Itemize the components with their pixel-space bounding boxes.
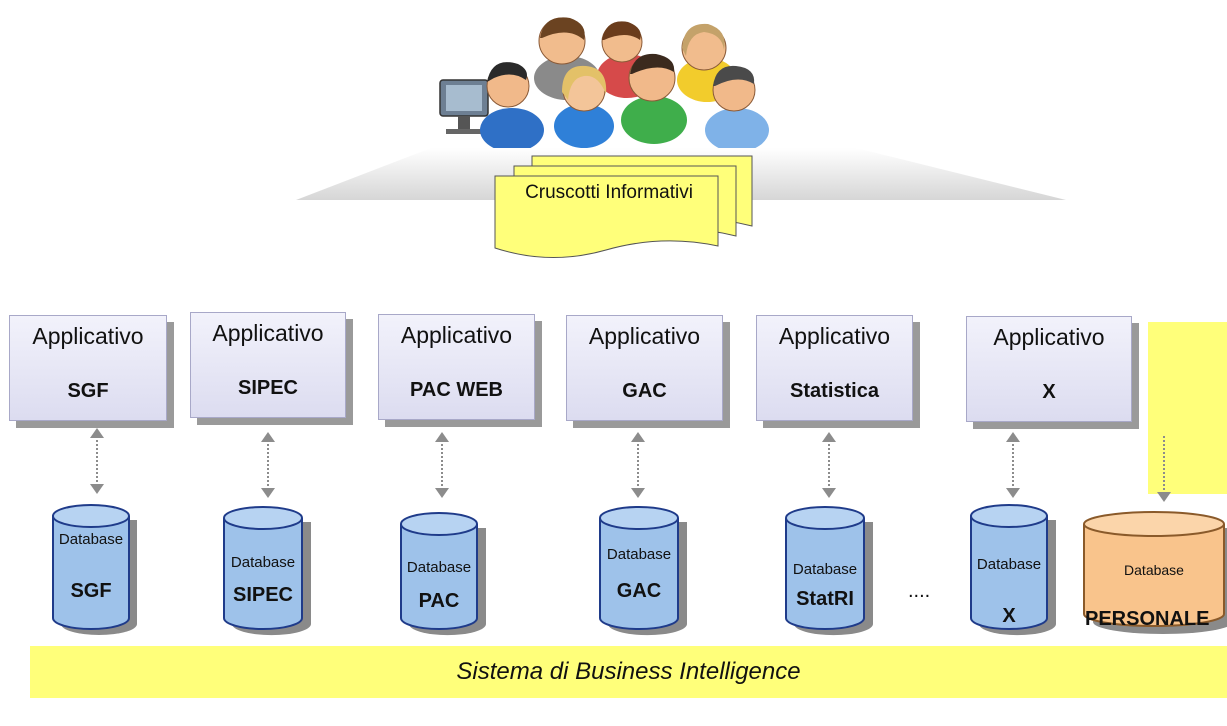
database-label: Database — [406, 559, 472, 576]
application-title: Applicativo — [32, 323, 144, 349]
database-name: PAC — [418, 590, 460, 612]
database-cylinder-gac: Database GAC — [599, 506, 687, 636]
application-name: X — [1042, 381, 1056, 403]
connector-arrow — [1006, 432, 1020, 498]
database-cylinder-pac: Database PAC — [400, 512, 486, 636]
database-name: StatRI — [796, 588, 854, 610]
database-name: GAC — [616, 580, 662, 602]
application-box-pac-web: Applicativo PAC WEB — [378, 314, 535, 420]
application-box-statistica: Applicativo Statistica — [756, 315, 913, 421]
application-name: PAC WEB — [410, 379, 503, 401]
database-label: Database — [58, 531, 124, 548]
application-title: Applicativo — [212, 320, 324, 346]
application-title: Applicativo — [588, 323, 701, 349]
database-cylinder-sipec: Database SIPEC — [223, 506, 311, 636]
dashboard-label: Cruscotti Informativi — [525, 182, 693, 203]
users-group-icon — [432, 8, 772, 152]
database-label: Database — [792, 561, 858, 578]
database-label: Database — [1124, 562, 1184, 578]
application-box-gac: Applicativo GAC — [566, 315, 723, 421]
database-name: SIPEC — [232, 584, 294, 606]
connector-arrow — [822, 432, 836, 498]
database-label: Database — [606, 546, 672, 563]
application-box-x: Applicativo X — [966, 316, 1132, 422]
database-cylinder-statri: Database StatRI — [785, 506, 873, 636]
application-name: GAC — [622, 380, 667, 402]
application-name: SGF — [67, 380, 109, 402]
ellipsis-text: .... — [908, 580, 931, 602]
application-title: Applicativo — [778, 323, 891, 349]
application-title: Applicativo — [400, 322, 513, 348]
application-name: SIPEC — [237, 377, 299, 399]
database-label: Database — [976, 556, 1042, 573]
business-intelligence-bar: Sistema di Business Intelligence — [30, 646, 1227, 698]
yellow-note — [1148, 322, 1227, 494]
application-box-sipec: Applicativo SIPEC — [190, 312, 346, 418]
application-name: Statistica — [790, 380, 879, 402]
database-label: Database — [230, 554, 296, 571]
connector-arrow — [631, 432, 645, 498]
dashboard-documents: Cruscotti Informativi — [490, 150, 765, 270]
database-name: X — [1002, 605, 1016, 627]
connector-arrow — [90, 428, 104, 494]
database-cylinder-personale: Database PERSONALE — [1083, 510, 1227, 634]
database-name: SGF — [70, 580, 112, 602]
connector-arrow-down — [1157, 436, 1171, 502]
connector-arrow — [435, 432, 449, 498]
application-title: Applicativo — [993, 324, 1105, 350]
application-box-sgf: Applicativo SGF — [9, 315, 167, 421]
connector-arrow — [261, 432, 275, 498]
database-cylinder-sgf: Database SGF — [52, 504, 137, 635]
database-name: PERSONALE — [1085, 608, 1210, 630]
database-cylinder-x: Database X — [970, 504, 1056, 636]
